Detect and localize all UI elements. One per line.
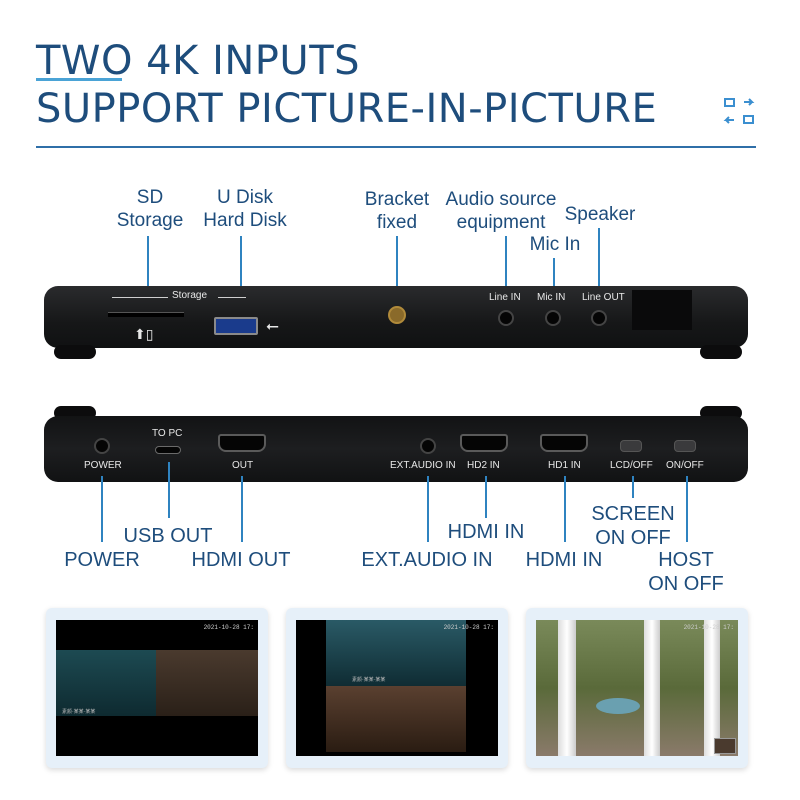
mic-in-port-label: Mic IN: [537, 292, 566, 303]
ext-audio-port-label: EXT.AUDIO IN: [390, 460, 456, 471]
screen-panel: [632, 290, 692, 330]
callout-line-bracket: [396, 236, 398, 306]
on-off-port-label: ON/OFF: [666, 460, 704, 471]
callout-line-screen: [632, 476, 634, 498]
thumbnail-caption: 素颜·某某·某某: [352, 677, 386, 683]
callout-line-speaker: [598, 228, 600, 296]
pip-thumbnail-2: 2021-10-28 17: 素颜·某某·某某: [286, 608, 508, 768]
label-hdmi-out: HDMI OUT: [191, 549, 291, 571]
column: [704, 620, 720, 756]
pip-inset: [714, 738, 736, 754]
label-usb-out: USB OUT: [123, 525, 213, 547]
label-udisk: U Disk Hard Disk: [190, 186, 300, 232]
thumbnail-timestamp: 2021-10-28 17:: [203, 624, 254, 631]
lcd-off-button[interactable]: [620, 440, 642, 452]
callout-line-ext-audio: [427, 476, 429, 542]
callout-line-hdmi-out: [241, 476, 243, 542]
sd-card-icon: ⬆▯: [134, 326, 154, 342]
callout-line-power: [101, 476, 103, 542]
callout-line-sd: [147, 236, 149, 298]
power-port-label: POWER: [84, 460, 122, 471]
underwater-scene: [326, 620, 466, 686]
label-bracket-text: Bracket fixed: [364, 189, 430, 233]
hdmi-in-1-port: [540, 434, 588, 452]
mic-in-jack: [545, 310, 561, 326]
label-audio-source-text: Audio source equipment: [445, 189, 557, 233]
thumbnail-screen: 2021-10-28 17: 素颜·某某·某某: [56, 620, 258, 756]
label-udisk-text: U Disk Hard Disk: [203, 187, 287, 231]
line-out-port-label: Line OUT: [582, 292, 625, 303]
line-in-port-label: Line IN: [489, 292, 521, 303]
label-ext-audio: EXT.AUDIO IN: [361, 549, 493, 571]
callout-line-usb-out: [168, 462, 170, 518]
callout-line-hdmi-in-1: [564, 476, 566, 542]
to-pc-port-label: TO PC: [152, 428, 183, 439]
column: [644, 620, 660, 756]
thumbnail-timestamp: 2021-10-28 17:: [443, 624, 494, 631]
label-host-on-off: HOST ON OFF: [644, 548, 728, 596]
pip-thumbnail-1: 2021-10-28 17: 素颜·某某·某某: [46, 608, 268, 768]
column: [558, 620, 576, 756]
callout-line-udisk: [240, 236, 242, 298]
thumbnail-screen: 2021-10-28 17: 素颜·某某·某某: [296, 620, 498, 756]
hd2-port-label: HD2 IN: [467, 460, 500, 471]
portrait-scene: [326, 686, 466, 752]
device-foot: [54, 345, 96, 359]
out-port-label: OUT: [232, 460, 254, 471]
label-sd-storage: SD Storage: [108, 186, 192, 232]
pip-thumbnail-3: 2021-10-28 17:: [526, 608, 748, 768]
usb-icon: ⭠: [266, 318, 279, 335]
thumbnail-caption: 素颜·某某·某某: [62, 709, 96, 715]
portrait-scene: [156, 650, 258, 716]
host-on-off-button[interactable]: [674, 440, 696, 452]
label-bracket: Bracket fixed: [352, 188, 442, 234]
label-mic-in: Mic In: [529, 234, 581, 255]
storage-port-label: Storage: [172, 290, 208, 301]
callout-line-audio: [505, 236, 507, 296]
label-power: POWER: [64, 549, 140, 571]
pip-icon: [723, 98, 755, 124]
headline-line-2: SUPPORT PICTURE-IN-PICTURE: [36, 86, 658, 132]
underwater-scene: [56, 650, 156, 716]
bracket-mount: [388, 306, 406, 324]
line-in-jack: [498, 310, 514, 326]
device-foot: [700, 345, 742, 359]
label-audio-source: Audio source equipment: [438, 188, 564, 234]
hdmi-in-2-port: [460, 434, 508, 452]
sd-card-slot: [108, 312, 184, 317]
callout-line-mic: [553, 258, 555, 296]
power-jack: [94, 438, 110, 454]
label-sd-storage-text: SD Storage: [116, 187, 184, 231]
callout-line-host: [686, 476, 688, 542]
label-hdmi-in-2: HDMI IN: [525, 549, 603, 571]
label-screen-on-off-text: SCREEN ON OFF: [591, 503, 675, 549]
fountain: [596, 698, 640, 714]
storage-bracket-line: [218, 297, 246, 298]
usb-c-port: [155, 446, 181, 454]
headline-accent-underline: [36, 78, 122, 81]
hdmi-out-port: [218, 434, 266, 452]
label-host-on-off-text: HOST ON OFF: [648, 549, 724, 595]
thumbnail-timestamp: 2021-10-28 17:: [683, 624, 734, 631]
ext-audio-jack: [420, 438, 436, 454]
callout-line-hdmi-in-2: [485, 476, 487, 518]
headline-line-1: TWO 4K INPUTS: [36, 38, 361, 84]
divider-rule: [36, 146, 756, 148]
label-hdmi-in-1: HDMI IN: [447, 521, 525, 543]
line-out-jack: [591, 310, 607, 326]
storage-bracket-line: [112, 297, 168, 298]
thumbnail-screen: 2021-10-28 17:: [536, 620, 738, 756]
hd1-port-label: HD1 IN: [548, 460, 581, 471]
device-back-view: [44, 416, 748, 482]
label-screen-on-off: SCREEN ON OFF: [588, 502, 678, 550]
lcd-off-port-label: LCD/OFF: [610, 460, 653, 471]
usb-a-port: [214, 317, 258, 335]
label-speaker: Speaker: [564, 204, 636, 225]
